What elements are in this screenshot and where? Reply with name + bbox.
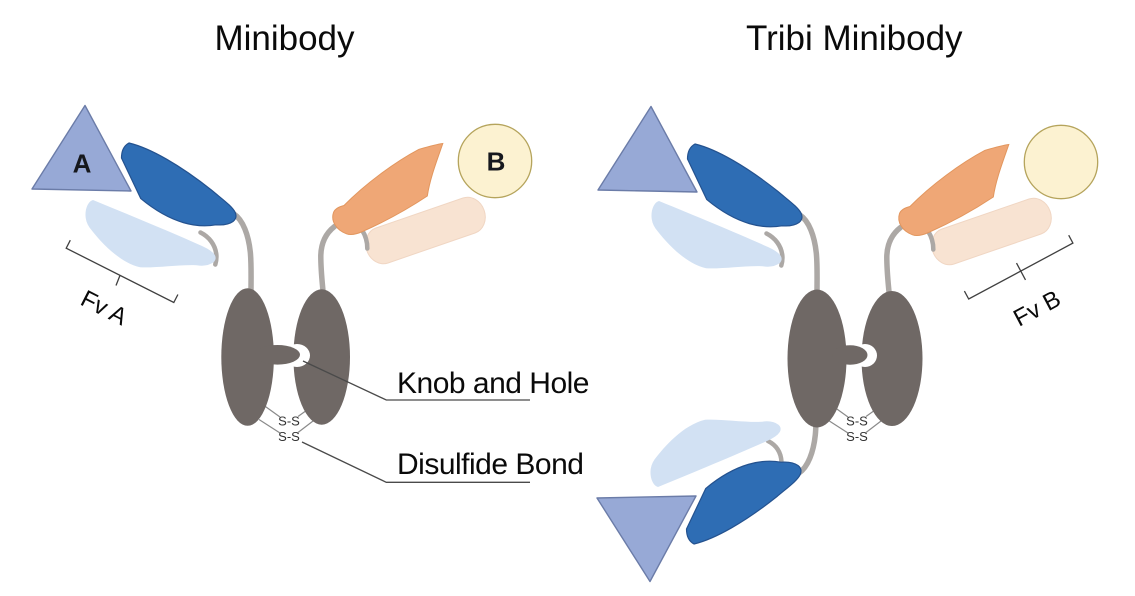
svg-text:Disulfide Bond: Disulfide Bond [397, 448, 583, 481]
svg-text:B: B [487, 147, 506, 177]
svg-text:Knob and Hole: Knob and Hole [397, 367, 589, 400]
svg-text:Tribi Minibody: Tribi Minibody [746, 19, 963, 58]
svg-text:Minibody: Minibody [214, 19, 355, 58]
svg-text:A: A [73, 149, 92, 179]
